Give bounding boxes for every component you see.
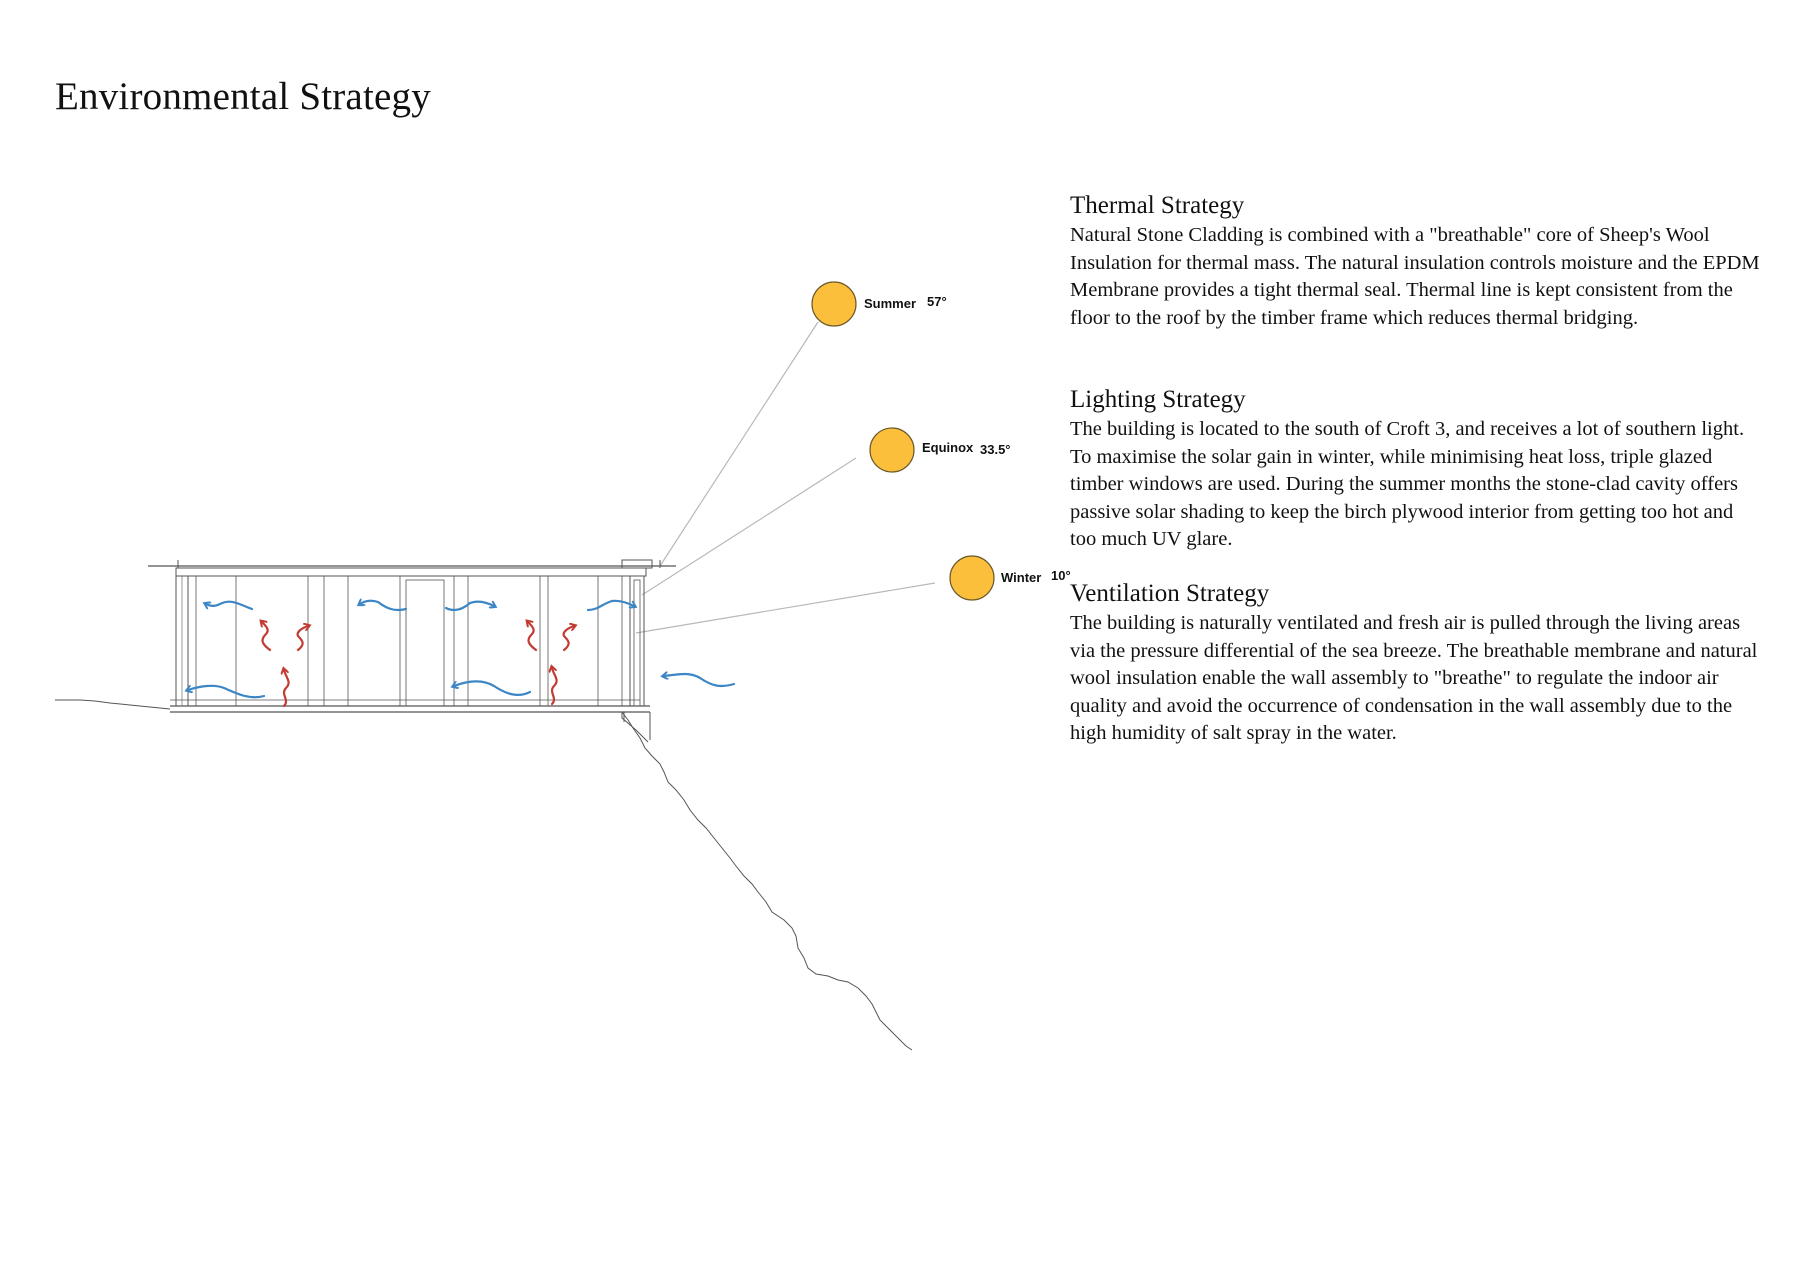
- red-rising-heat-arrow: [296, 626, 308, 652]
- red-rising-heat-arrow: [284, 670, 290, 708]
- page-title: Environmental Strategy: [55, 75, 431, 118]
- blue-airflow-arrow: [188, 684, 266, 699]
- sun-angle-label: 10°: [1051, 568, 1071, 583]
- red-rising-heat-arrow: [528, 622, 538, 652]
- sun-angle-label: 57°: [927, 294, 947, 309]
- blue-airflow-arrow: [664, 674, 736, 688]
- sun-season-label: Summer: [864, 296, 916, 311]
- sun-rays: [635, 321, 936, 634]
- roof-slab: [175, 567, 647, 577]
- winter-sun-ray: [635, 582, 936, 634]
- lighting-strategy-body: The building is located to the south of …: [1070, 418, 1745, 550]
- thermal-strategy-section: Thermal Strategy Natural Stone Cladding …: [1070, 192, 1760, 332]
- building-section: [148, 559, 676, 740]
- equinox-sun-ray: [641, 457, 857, 596]
- summer-sun-ray: [659, 321, 819, 567]
- blue-airflow-arrow: [444, 600, 494, 612]
- sun-summer: Summer 57°: [811, 281, 947, 327]
- blue-airflow-arrow: [454, 680, 532, 696]
- ground-line-left: [55, 699, 171, 710]
- right-glazing: [633, 579, 641, 707]
- cliff-top: [621, 712, 649, 743]
- thermal-strategy-heading: Thermal Strategy: [1070, 192, 1245, 219]
- ground-profile: [55, 699, 913, 1051]
- ventilation-strategy-heading: Ventilation Strategy: [1070, 580, 1270, 607]
- sun-season-label: Equinox: [922, 440, 974, 455]
- sun-equinox: Equinox 33.5°: [869, 427, 1011, 473]
- sun-winter: Winter 10°: [949, 555, 1071, 601]
- thermal-strategy-body: Natural Stone Cladding is combined with …: [1070, 224, 1760, 329]
- blue-airflow-arrow: [206, 600, 254, 611]
- interior-door: [405, 579, 445, 707]
- cool-air-flow: [188, 599, 736, 699]
- blue-airflow-arrow: [586, 599, 634, 612]
- ventilation-strategy-body: The building is naturally ventilated and…: [1070, 612, 1758, 744]
- roof-cap-right: [621, 559, 653, 569]
- sun-icon: [811, 281, 857, 327]
- right-wall: [629, 575, 645, 707]
- warm-air-flow: [262, 622, 574, 708]
- lighting-strategy-section: Lighting Strategy The building is locate…: [1070, 386, 1760, 554]
- lighting-strategy-heading: Lighting Strategy: [1070, 386, 1246, 413]
- red-rising-heat-arrow: [262, 622, 272, 652]
- sun-icon: [949, 555, 995, 601]
- ventilation-strategy-section: Ventilation Strategy The building is nat…: [1070, 580, 1760, 748]
- sun-angle-label: 33.5°: [980, 442, 1011, 457]
- red-rising-heat-arrow: [552, 668, 558, 706]
- cliff-edge: [621, 711, 913, 1051]
- sun-season-label: Winter: [1001, 570, 1041, 585]
- red-rising-heat-arrow: [562, 626, 574, 652]
- sun-icon: [869, 427, 915, 473]
- blue-airflow-arrow: [360, 601, 408, 612]
